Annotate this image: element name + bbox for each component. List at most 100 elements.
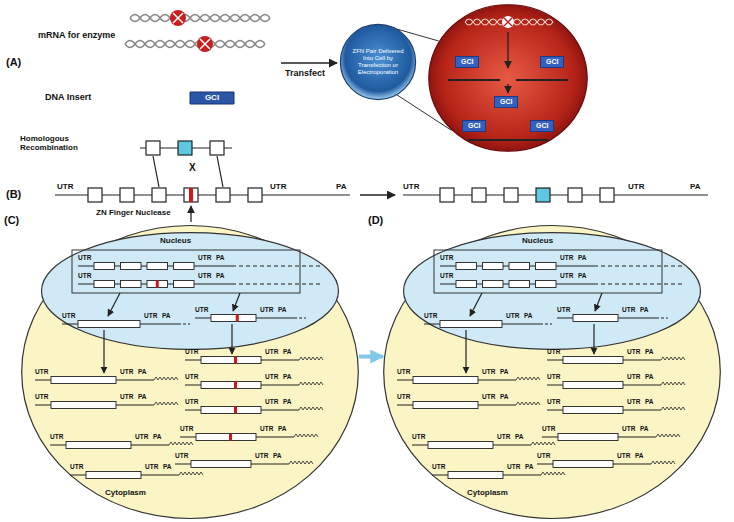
region-label: PA bbox=[645, 348, 654, 355]
cell-outline bbox=[22, 225, 359, 518]
polya-tail bbox=[179, 472, 203, 475]
transfect-arrow bbox=[281, 62, 337, 64]
flow-arrow bbox=[103, 330, 104, 373]
region-label: UTR bbox=[424, 312, 437, 319]
stroke bbox=[211, 315, 256, 322]
stroke bbox=[232, 266, 322, 267]
stroke bbox=[51, 402, 116, 409]
stroke bbox=[234, 357, 237, 364]
region-label: PA bbox=[283, 373, 292, 380]
step-label: Homologous Recombination bbox=[20, 134, 94, 152]
stroke bbox=[456, 281, 477, 288]
region-label: PA bbox=[283, 398, 292, 405]
region-label: PA bbox=[138, 393, 147, 400]
polya-tail bbox=[169, 442, 193, 445]
stroke bbox=[196, 434, 256, 441]
region-label: UTR bbox=[482, 368, 495, 375]
stroke bbox=[413, 377, 478, 384]
region-label: PA bbox=[162, 312, 171, 319]
result-arrow bbox=[360, 194, 395, 196]
region-label: UTR bbox=[265, 348, 278, 355]
polya-tail bbox=[651, 461, 675, 464]
stroke bbox=[201, 382, 261, 389]
nuclease-arrow bbox=[190, 206, 191, 222]
region-label: PA bbox=[645, 373, 654, 380]
stroke bbox=[94, 281, 115, 288]
cell-outline bbox=[384, 225, 721, 518]
node-text: Cytoplasm bbox=[105, 488, 146, 497]
region-label: PA bbox=[216, 254, 225, 261]
region-label: UTR bbox=[547, 348, 560, 355]
panel-label: (C) bbox=[4, 214, 19, 227]
region-label: UTR bbox=[506, 312, 519, 319]
stroke bbox=[178, 324, 190, 325]
region-label: UTR bbox=[497, 433, 510, 440]
region-label: UTR bbox=[617, 452, 630, 459]
region-label: PA bbox=[640, 425, 649, 432]
polya-tail bbox=[661, 382, 685, 385]
region-label: UTR bbox=[403, 182, 419, 191]
region-label: UTR bbox=[57, 182, 73, 191]
stroke bbox=[234, 382, 237, 389]
stroke bbox=[174, 263, 195, 270]
stroke bbox=[191, 461, 251, 468]
region-label: UTR bbox=[432, 463, 445, 470]
region-label: UTR bbox=[255, 452, 268, 459]
cell-circle: ZFN Pair Delivered Into Cell by Transfec… bbox=[340, 24, 416, 100]
polya-tail bbox=[294, 434, 318, 437]
connector bbox=[397, 95, 451, 130]
polya-tail bbox=[661, 357, 685, 360]
stroke bbox=[156, 281, 159, 288]
stroke bbox=[563, 407, 623, 414]
flow-arrow bbox=[231, 324, 232, 354]
node-text: ZFN Pair Delivered Into Cell by Transfec… bbox=[350, 48, 406, 76]
stroke bbox=[78, 321, 140, 328]
region-label: UTR bbox=[265, 373, 278, 380]
region-label: UTR bbox=[622, 425, 635, 432]
polya-tail bbox=[541, 472, 565, 475]
flow-arrow bbox=[108, 293, 120, 316]
region-label: PA bbox=[500, 368, 509, 375]
region-label: PA bbox=[578, 254, 587, 261]
stroke bbox=[413, 402, 478, 409]
region-label: UTR bbox=[185, 398, 198, 405]
stroke bbox=[428, 442, 493, 449]
stroke bbox=[448, 472, 503, 479]
stroke bbox=[147, 263, 168, 270]
stroke bbox=[66, 442, 131, 449]
region-label: UTR bbox=[270, 182, 286, 191]
region-label: UTR bbox=[622, 306, 635, 313]
region-label: UTR bbox=[198, 272, 211, 279]
region-label: UTR bbox=[78, 272, 91, 279]
polya-tail bbox=[154, 402, 178, 405]
region-label: UTR bbox=[78, 254, 91, 261]
stroke bbox=[147, 281, 168, 288]
region-label: UTR bbox=[35, 393, 48, 400]
polya-tail bbox=[516, 402, 540, 405]
node-text: Nucleus bbox=[522, 236, 553, 245]
stroke bbox=[563, 382, 623, 389]
connector bbox=[397, 29, 439, 41]
polya-tail bbox=[154, 377, 178, 380]
region-label: UTR bbox=[547, 398, 560, 405]
insert-bar bbox=[190, 92, 234, 104]
region-label: UTR bbox=[144, 312, 157, 319]
region-label: UTR bbox=[265, 398, 278, 405]
region-label: UTR bbox=[260, 425, 273, 432]
region-label: UTR bbox=[175, 452, 188, 459]
region-label: UTR bbox=[180, 425, 193, 432]
region-label: UTR bbox=[62, 312, 75, 319]
stroke bbox=[563, 357, 623, 364]
stroke bbox=[483, 281, 504, 288]
flow-arrow bbox=[465, 330, 466, 373]
connector bbox=[359, 355, 383, 359]
stroke bbox=[483, 263, 504, 270]
region-label: PA bbox=[273, 452, 282, 459]
part-label: DNA Insert bbox=[45, 92, 91, 102]
region-label: PA bbox=[524, 312, 533, 319]
region-label: UTR bbox=[507, 463, 520, 470]
stroke bbox=[236, 315, 239, 322]
stroke bbox=[51, 377, 116, 384]
region-label: PA bbox=[163, 463, 172, 470]
region-label: UTR bbox=[397, 393, 410, 400]
